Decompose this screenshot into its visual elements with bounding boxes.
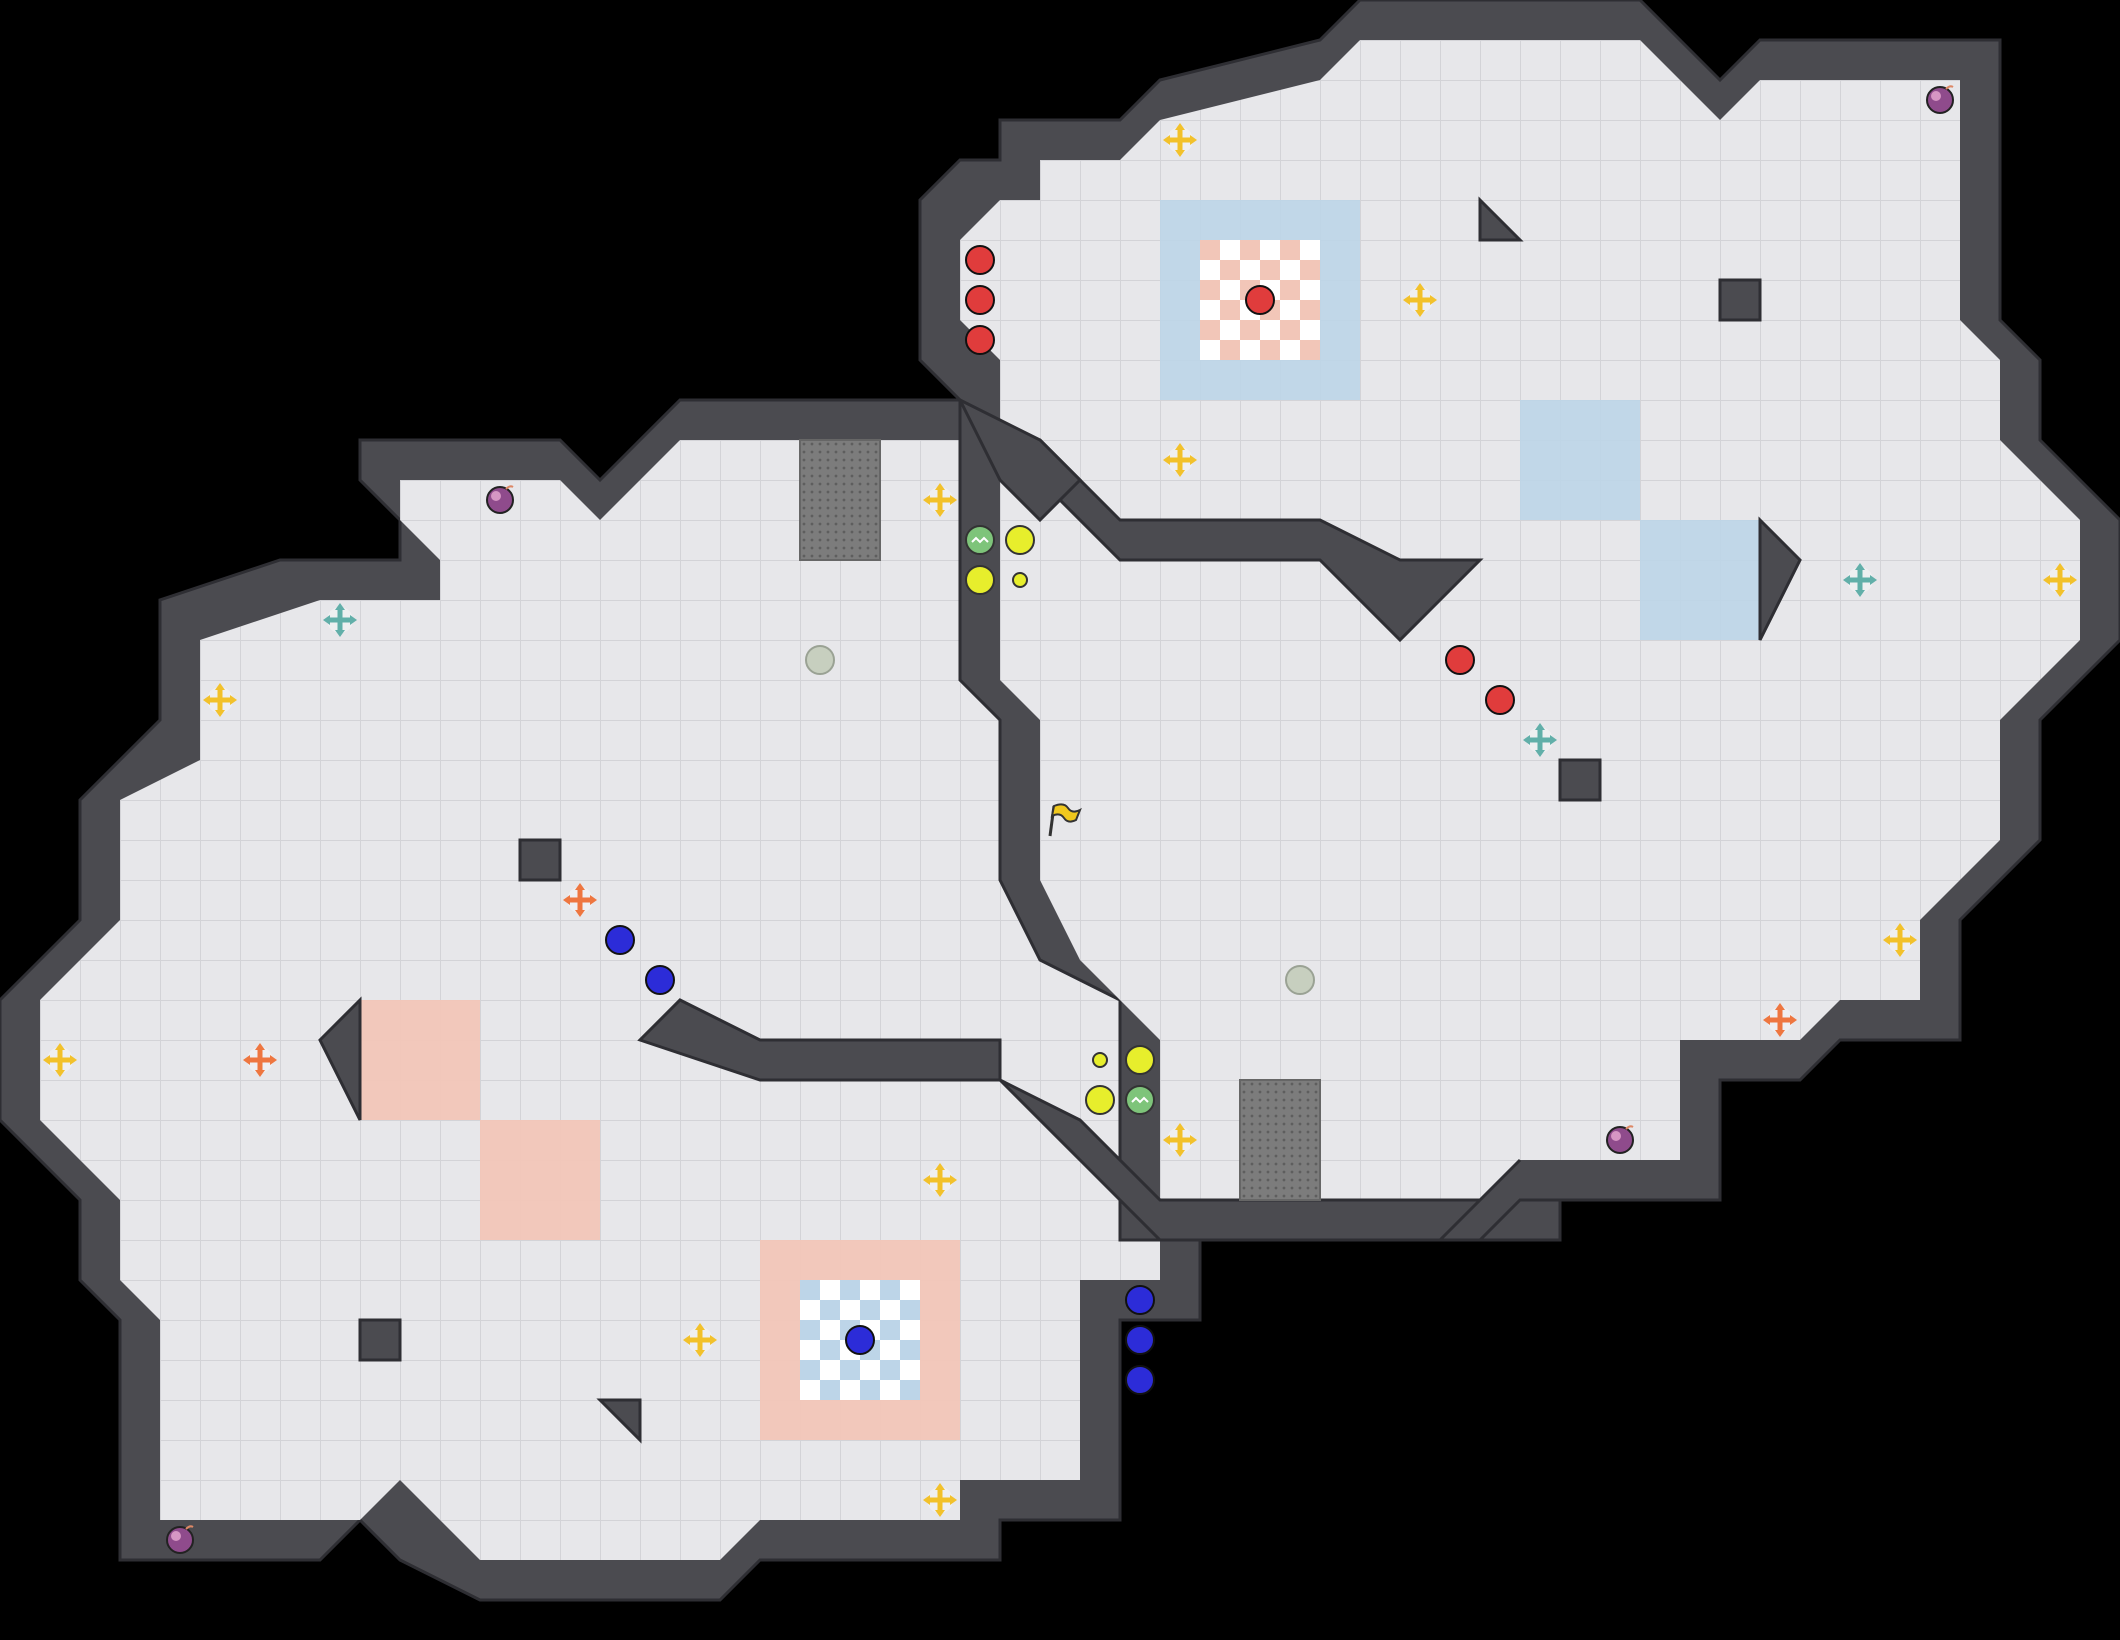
blue-ball-icon[interactable]	[1125, 1325, 1155, 1355]
neutral-marker[interactable]	[1285, 965, 1315, 995]
wall-wedge	[596, 1398, 642, 1444]
bomb-icon[interactable]	[1606, 1125, 1634, 1154]
wall-block	[1718, 278, 1762, 322]
blue-zone	[1520, 400, 1640, 520]
boost-icon[interactable]	[2043, 563, 2077, 597]
boost-icon[interactable]	[1403, 283, 1437, 317]
red-ball-icon[interactable]	[1445, 645, 1475, 675]
red-boost-icon[interactable]	[1763, 1003, 1797, 1037]
blue-ball-icon[interactable]	[1125, 1285, 1155, 1315]
wall-wedge	[1478, 196, 1524, 242]
powerup-icon[interactable]	[1012, 572, 1028, 588]
red-ball-icon[interactable]	[1485, 685, 1515, 715]
neutral-marker[interactable]	[805, 645, 835, 675]
blue-ball-icon[interactable]	[605, 925, 635, 955]
wall-block	[358, 1318, 402, 1362]
red-ball-icon[interactable]	[965, 285, 995, 315]
red-ball-icon[interactable]	[965, 245, 995, 275]
boost-icon[interactable]	[923, 1163, 957, 1197]
yellow-flag-icon[interactable]	[1048, 803, 1082, 837]
gate-tiles	[1239, 1079, 1321, 1201]
obstacles	[318, 196, 1802, 1444]
blue-ball-icon[interactable]	[645, 965, 675, 995]
wall-block	[956, 396, 1083, 523]
red-zone	[480, 1120, 600, 1240]
powerup-icon[interactable]	[1125, 1045, 1155, 1075]
boost-icon[interactable]	[1883, 923, 1917, 957]
red-zone	[360, 1000, 480, 1120]
gates	[799, 439, 1321, 1201]
bomb-icon[interactable]	[1926, 85, 1954, 114]
blue-zone	[1640, 520, 1760, 640]
powerup-icon[interactable]	[1085, 1085, 1115, 1115]
red-boost-icon[interactable]	[243, 1043, 277, 1077]
bomb-icon[interactable]	[486, 485, 514, 514]
boost-icon[interactable]	[683, 1323, 717, 1357]
entities	[43, 85, 2077, 1554]
wall-wedge	[1758, 516, 1802, 641]
bomb-icon[interactable]	[166, 1525, 194, 1554]
blue-boost-icon[interactable]	[1843, 563, 1877, 597]
boost-icon[interactable]	[203, 683, 237, 717]
red-boost-icon[interactable]	[563, 883, 597, 917]
powerup-icon[interactable]	[1092, 1052, 1108, 1068]
boost-icon[interactable]	[43, 1043, 77, 1077]
blue-boost-icon[interactable]	[1523, 723, 1557, 757]
wall-wedge	[318, 996, 362, 1121]
red-ball-icon[interactable]	[965, 325, 995, 355]
blue-boost-icon[interactable]	[323, 603, 357, 637]
gate-tiles	[799, 439, 881, 561]
boost-icon[interactable]	[1163, 1123, 1197, 1157]
powerup-icon[interactable]	[965, 565, 995, 595]
boost-icon[interactable]	[923, 483, 957, 517]
wall-block	[1558, 758, 1602, 802]
powerup-icon[interactable]	[1125, 1085, 1155, 1115]
boost-icon[interactable]	[1163, 443, 1197, 477]
powerup-icon[interactable]	[965, 525, 995, 555]
boost-icon[interactable]	[1163, 123, 1197, 157]
wall-block	[518, 838, 562, 882]
interior-walls	[637, 396, 1522, 1242]
wall-segment	[637, 998, 1522, 1242]
blue-ball-icon[interactable]	[845, 1325, 875, 1355]
wall-segment	[996, 438, 1484, 643]
blue-ball-icon[interactable]	[1125, 1365, 1155, 1395]
boost-icon[interactable]	[923, 1483, 957, 1517]
red-ball-icon[interactable]	[1245, 285, 1275, 315]
powerup-icon[interactable]	[1005, 525, 1035, 555]
